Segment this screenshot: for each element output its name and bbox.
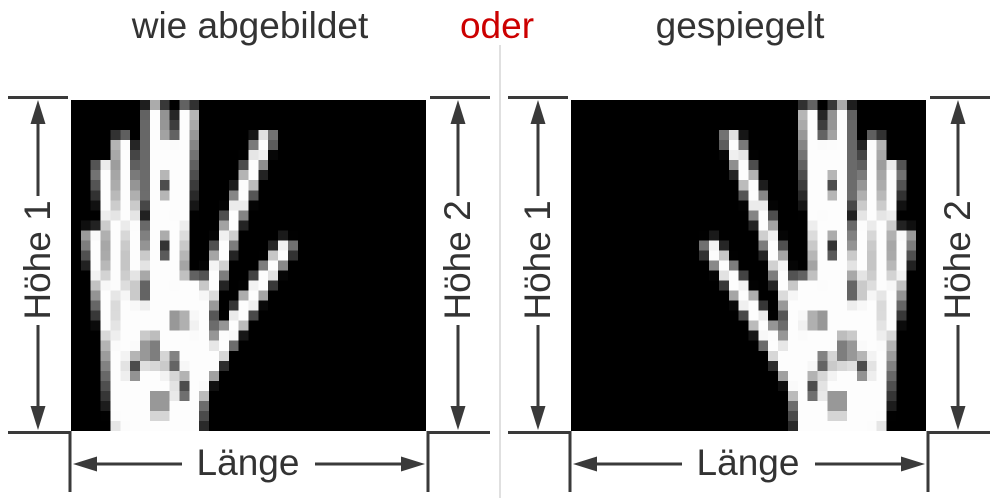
arrowhead-down-icon	[30, 406, 46, 430]
divider-line	[499, 45, 501, 498]
extension-bottom-right	[926, 431, 990, 492]
height2-label: Höhe 2	[937, 200, 978, 320]
height1-label: Höhe 1	[17, 200, 58, 320]
arrowhead-up-icon	[30, 100, 46, 124]
title-or: oder	[459, 5, 535, 46]
title-as-shown: wie abgebildet	[131, 5, 369, 46]
grass-silhouette-mirrored	[571, 100, 926, 431]
arrowhead-right-icon	[401, 456, 425, 472]
height1-label: Höhe 1	[517, 200, 558, 320]
grass-image-panel	[571, 100, 926, 431]
figure-as-shown: Höhe 1 Höhe 2 Länge	[8, 96, 490, 492]
title-mirrored: gespiegelt	[655, 5, 825, 46]
arrowhead-right-icon	[901, 456, 925, 472]
arrowhead-down-icon	[530, 406, 546, 430]
extension-bottom-left	[508, 431, 572, 492]
figure-mirrored: Höhe 1 Höhe 2 Länge	[500, 0, 1000, 500]
arrowhead-up-icon	[450, 100, 466, 124]
grass-silhouette	[71, 100, 426, 431]
grass-image-panel	[71, 100, 426, 431]
arrowhead-left-icon	[573, 456, 597, 472]
arrowhead-left-icon	[73, 456, 97, 472]
arrowhead-up-icon	[530, 100, 546, 124]
length-label: Länge	[196, 442, 300, 483]
arrowhead-down-icon	[950, 406, 966, 430]
extension-bottom-left	[8, 431, 72, 492]
arrowhead-up-icon	[950, 100, 966, 124]
extension-bottom-right	[426, 431, 490, 492]
length-label: Länge	[696, 442, 800, 483]
arrowhead-down-icon	[450, 406, 466, 430]
height2-label: Höhe 2	[437, 200, 478, 320]
